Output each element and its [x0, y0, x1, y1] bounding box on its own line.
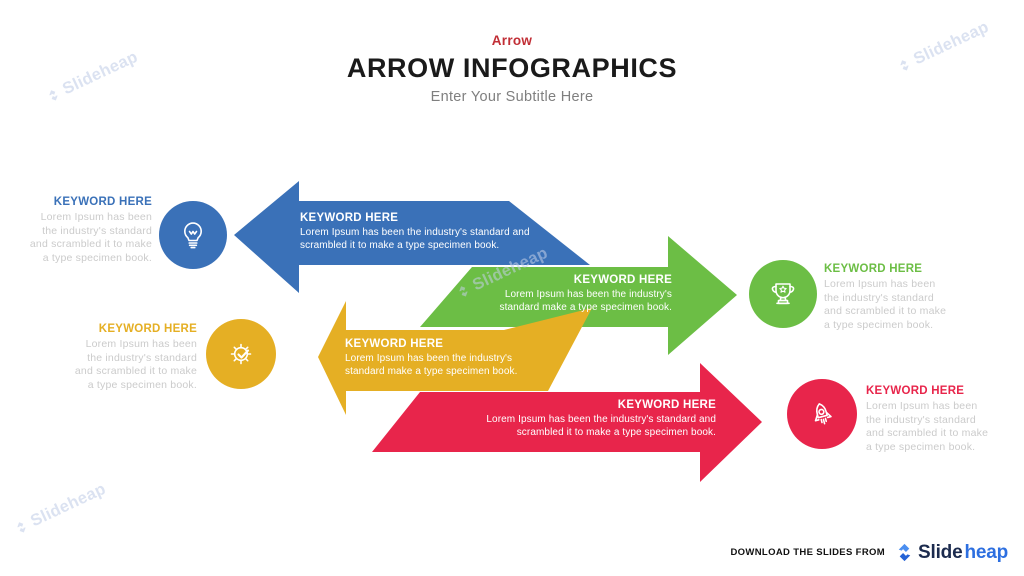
arrow-shape-launch — [372, 363, 762, 482]
success-badge — [749, 260, 817, 328]
arrow-description: Lorem Ipsum has been the industry's stan… — [345, 353, 518, 377]
slide-subtitle: Enter Your Subtitle Here — [430, 89, 594, 105]
side-label-launch: KEYWORD HERE Lorem Ipsum has been the in… — [866, 385, 996, 454]
arrow-keyword: KEYWORD HERE — [573, 274, 672, 286]
side-label-process: KEYWORD HERE Lorem Ipsum has been the in… — [73, 323, 197, 392]
side-label-idea: KEYWORD HERE Lorem Ipsum has been the in… — [28, 196, 152, 265]
arrow-keyword: KEYWORD HERE — [617, 399, 716, 411]
side-keyword: KEYWORD HERE — [53, 196, 152, 208]
arrow-shape-idea — [234, 181, 590, 293]
arrow-shape-success — [420, 236, 737, 355]
side-description: Lorem Ipsum has been the industry's stan… — [29, 211, 152, 264]
arrow-label-process: KEYWORD HERE Lorem Ipsum has been the in… — [345, 338, 560, 378]
side-description: Lorem Ipsum has been the industry's stan… — [824, 278, 947, 331]
arrow-label-launch: KEYWORD HERE Lorem Ipsum has been the in… — [426, 399, 716, 439]
side-label-success: KEYWORD HERE Lorem Ipsum has been the in… — [824, 263, 956, 332]
slideheap-logo-icon — [898, 543, 911, 562]
arrow-keyword: KEYWORD HERE — [345, 338, 444, 350]
side-keyword: KEYWORD HERE — [824, 263, 923, 275]
arrow-shape-process — [318, 301, 592, 415]
side-description: Lorem Ipsum has been the industry's stan… — [74, 338, 197, 391]
title-block: Arrow ARROW INFOGRAPHICS Enter Your Subt… — [0, 33, 1024, 105]
rocket-icon — [814, 403, 832, 425]
slide-eyebrow: Arrow — [491, 33, 533, 48]
arrow-description: Lorem Ipsum has been the industry's stan… — [486, 414, 716, 438]
launch-badge — [787, 379, 857, 449]
process-badge — [206, 319, 276, 389]
arrow-description: Lorem Ipsum has been the industry's stan… — [499, 289, 672, 313]
trophy-icon — [771, 283, 795, 305]
idea-badge — [159, 201, 227, 269]
side-keyword: KEYWORD HERE — [866, 385, 965, 397]
side-description: Lorem Ipsum has been the industry's stan… — [866, 400, 989, 453]
brand-text-heap: heap — [964, 541, 1008, 563]
slide-title: ARROW INFOGRAPHICS — [346, 53, 678, 83]
arrow-label-success: KEYWORD HERE Lorem Ipsum has been the in… — [412, 274, 672, 314]
download-label: DOWNLOAD THE SLIDES FROM — [730, 547, 886, 558]
arrow-keyword: KEYWORD HERE — [300, 212, 399, 224]
brand-text-slide: Slide — [918, 541, 963, 563]
gear-icon — [230, 343, 252, 365]
arrow-label-idea: KEYWORD HERE Lorem Ipsum has been the in… — [300, 212, 570, 252]
arrow-description: Lorem Ipsum has been the industry's stan… — [300, 227, 530, 251]
lightbulb-icon — [184, 222, 202, 249]
side-keyword: KEYWORD HERE — [98, 323, 197, 335]
